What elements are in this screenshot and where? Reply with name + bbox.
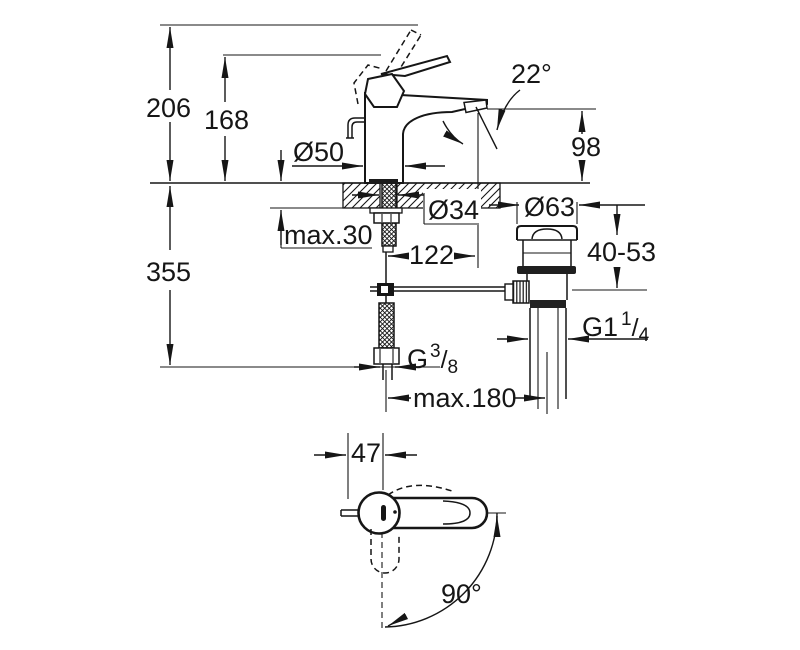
handle-knuckle bbox=[363, 72, 406, 108]
ghost-knuckle bbox=[353, 64, 384, 105]
faucet-side-view bbox=[346, 29, 521, 184]
waste-flange bbox=[516, 225, 578, 240]
ghost-lever-edge bbox=[395, 34, 422, 76]
ghost-lever-edge bbox=[385, 29, 412, 72]
pull-rod-inner bbox=[351, 121, 366, 138]
spray-angle-annotation bbox=[442, 89, 521, 150]
rubber-seal bbox=[517, 266, 576, 274]
dim-label-spout-height: 98 bbox=[571, 132, 601, 162]
pull-rod-outer bbox=[347, 117, 366, 138]
angle-arc-right bbox=[496, 89, 521, 131]
outlet-slot bbox=[381, 505, 386, 521]
mounting-nut bbox=[373, 212, 400, 224]
handle-down-ghost bbox=[370, 529, 400, 632]
base-gasket bbox=[369, 179, 398, 184]
drain-assembly bbox=[504, 225, 578, 409]
center-dot bbox=[393, 510, 397, 514]
waste-bottom-ring bbox=[530, 300, 566, 308]
handle-up-ghost bbox=[387, 484, 453, 496]
flex-supply-hose bbox=[378, 302, 395, 349]
swivel-angle-annotation: 90° bbox=[384, 512, 501, 628]
rod-clamp-slot bbox=[381, 286, 388, 293]
spray-direction-line bbox=[475, 106, 498, 150]
dimension-arrows bbox=[166, 27, 648, 402]
dim-label-hole-diameter: Ø34 bbox=[428, 195, 479, 225]
plug-dome bbox=[531, 228, 563, 240]
shank-step bbox=[382, 245, 394, 253]
handle-raised-ghost bbox=[353, 29, 422, 105]
below-deck-assembly bbox=[369, 182, 506, 380]
dim-label-spout-angle: 22° bbox=[511, 59, 552, 89]
pull-rod-top-view bbox=[340, 509, 359, 517]
dim-label-upper-height: 168 bbox=[204, 105, 249, 135]
pull-rod bbox=[346, 117, 366, 139]
handle-end-contour bbox=[442, 500, 471, 525]
ghost-lever-tip bbox=[410, 29, 422, 36]
dim-label-swivel-angle: 90° bbox=[441, 579, 482, 609]
angle-arc-left bbox=[442, 120, 464, 145]
swivel-arc bbox=[384, 512, 498, 628]
faucet-top-view: 47 90° bbox=[314, 433, 506, 632]
dim-label-deck-thickness: max.30 bbox=[284, 220, 373, 250]
lever-ball-nut bbox=[512, 280, 530, 304]
ghost-down-outline bbox=[370, 529, 400, 574]
swivel-arrow-left bbox=[387, 612, 409, 627]
hose-end-nut bbox=[373, 347, 400, 365]
dim-label-total-height: 206 bbox=[146, 93, 191, 123]
dim-label-clamping-range: 40-53 bbox=[587, 237, 656, 267]
dim-label-hose-reach: max.180 bbox=[413, 383, 517, 413]
label-clearout bbox=[423, 189, 481, 225]
dimension-labels: 206 168 355 Ø50 max.30 Ø34 122 22° 98 Ø6… bbox=[146, 59, 656, 413]
body-top-outline bbox=[357, 491, 401, 535]
dim-label-handle-offset: 47 bbox=[351, 438, 381, 468]
aerator-outlet bbox=[463, 99, 488, 114]
lever-ball-cap bbox=[504, 283, 514, 301]
dim-label-base-diameter: Ø50 bbox=[293, 137, 344, 167]
dim-label-spout-reach: 122 bbox=[409, 240, 454, 270]
dim-label-flange-diameter: Ø63 bbox=[524, 192, 575, 222]
dim-label-below-deck-depth: 355 bbox=[146, 257, 191, 287]
handle-lever bbox=[380, 54, 452, 78]
